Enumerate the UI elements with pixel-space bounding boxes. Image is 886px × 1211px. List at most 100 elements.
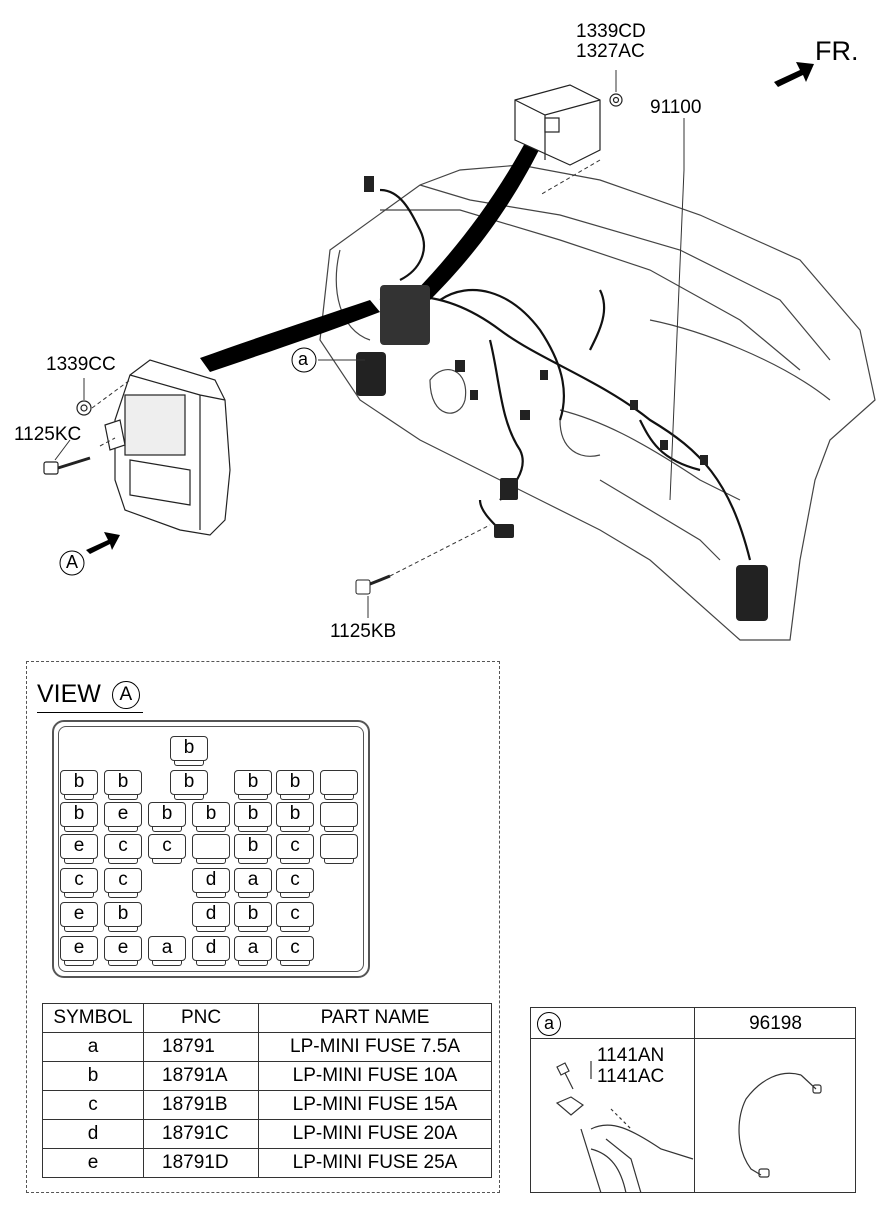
- cell-symbol: a: [42, 1032, 144, 1062]
- inset-drawing: [555, 1061, 822, 1193]
- cell-part-name: LP-MINI FUSE 15A: [258, 1090, 492, 1120]
- view-a-marker: A: [66, 552, 79, 572]
- cell-pnc: 18791B: [143, 1090, 259, 1120]
- fuse-slot: [320, 834, 358, 864]
- callout-1125kb: 1125KB: [330, 621, 397, 642]
- fuse-slot: [320, 770, 358, 800]
- fuse-table-header: SYMBOL PNC PART NAME: [42, 1003, 492, 1033]
- fuse-slot: c: [104, 834, 142, 864]
- callout-1141an: 1141AN: [597, 1045, 665, 1066]
- fuse-slot: [192, 834, 230, 864]
- table-row: b 18791A LP-MINI FUSE 10A: [42, 1061, 492, 1091]
- cell-pnc: 18791: [143, 1032, 259, 1062]
- fuse-slot: b: [276, 770, 314, 800]
- cell-symbol: c: [42, 1090, 144, 1120]
- fuse-slot: c: [276, 834, 314, 864]
- fuse-slot: e: [60, 936, 98, 966]
- cell-part-name: LP-MINI FUSE 7.5A: [258, 1032, 492, 1062]
- fuse-slot: d: [192, 868, 230, 898]
- view-a-arrow: [86, 532, 120, 554]
- callout-1125kc: 1125KC: [14, 424, 82, 445]
- bolt-bottom: [355, 579, 371, 595]
- inset-marker: a: [537, 1012, 561, 1036]
- module-center: [380, 285, 430, 345]
- fuse-slot: c: [276, 868, 314, 898]
- table-row: a 18791 LP-MINI FUSE 7.5A: [42, 1032, 492, 1062]
- inset-divider-horizontal: [531, 1038, 855, 1039]
- fuse-slot: c: [276, 902, 314, 932]
- fuse-slot: b: [60, 802, 98, 832]
- view-a-title-circle: A: [111, 681, 140, 709]
- header-symbol: SYMBOL: [42, 1003, 144, 1033]
- table-row: d 18791C LP-MINI FUSE 20A: [42, 1119, 492, 1149]
- fuse-slot: b: [234, 802, 272, 832]
- detail-a-inset: a 96198 1141AN 1141AC: [530, 1007, 856, 1193]
- callout-1327ac: 1327AC: [576, 41, 645, 62]
- leader-band-top: [415, 130, 545, 300]
- wire-icon: [738, 1072, 802, 1176]
- harness-diagram: [43, 62, 876, 641]
- fuse-slot: b: [170, 770, 208, 800]
- label-fr: FR.: [815, 36, 859, 66]
- inset-divider-vertical: [694, 1008, 695, 1192]
- cell-part-name: LP-MINI FUSE 25A: [258, 1148, 492, 1178]
- fuse-slot: a: [148, 936, 186, 966]
- detail-a-marker: a: [298, 349, 309, 369]
- fuse-slot: e: [104, 936, 142, 966]
- callout-1339cd: 1339CD: [576, 21, 646, 42]
- module-right: [736, 565, 768, 621]
- fuse-slot: e: [60, 902, 98, 932]
- view-a-underline: [37, 712, 143, 713]
- screw-icon: [556, 1062, 570, 1076]
- bolt-left: [43, 461, 59, 475]
- fuse-slot: b: [234, 902, 272, 932]
- fuse-slot: b: [234, 834, 272, 864]
- callout-1141ac: 1141AC: [597, 1066, 665, 1087]
- cell-part-name: LP-MINI FUSE 10A: [258, 1061, 492, 1091]
- fuse-box-inner: [58, 726, 364, 972]
- bracket-icon: [555, 1096, 585, 1116]
- fuse-slot: c: [148, 834, 186, 864]
- fuse-slot: a: [234, 936, 272, 966]
- fuse-slot: b: [170, 736, 208, 766]
- cell-pnc: 18791D: [143, 1148, 259, 1178]
- fuse-slot: b: [276, 802, 314, 832]
- harness-wire-main: [379, 295, 752, 561]
- fuse-slot: b: [192, 802, 230, 832]
- fuse-slot: [320, 802, 358, 832]
- header-part-name: PART NAME: [258, 1003, 492, 1033]
- cell-pnc: 18791A: [143, 1061, 259, 1091]
- view-a-title: VIEW A: [37, 680, 140, 709]
- header-pnc: PNC: [143, 1003, 259, 1033]
- dashboard-outline: [319, 164, 876, 641]
- cell-symbol: d: [42, 1119, 144, 1149]
- view-a-title-text: VIEW: [37, 680, 101, 708]
- view-a-circle: [59, 550, 85, 576]
- fuse-slot: c: [276, 936, 314, 966]
- front-arrow: [774, 62, 814, 87]
- fuse-slot: e: [104, 802, 142, 832]
- callout-91100: 91100: [650, 97, 702, 118]
- fuse-slot: b: [60, 770, 98, 800]
- fuse-slot: b: [104, 770, 142, 800]
- callout-1339cc: 1339CC: [46, 354, 116, 375]
- fuse-slot: d: [192, 936, 230, 966]
- leader-band-left: [200, 300, 380, 372]
- fuse-slot: d: [192, 902, 230, 932]
- cell-symbol: b: [42, 1061, 144, 1091]
- fuse-slot: a: [234, 868, 272, 898]
- module-left: [356, 352, 386, 396]
- fuse-slot: b: [104, 902, 142, 932]
- cell-part-name: LP-MINI FUSE 20A: [258, 1119, 492, 1149]
- fuse-slot: b: [234, 770, 272, 800]
- cell-pnc: 18791C: [143, 1119, 259, 1149]
- detail-a-circle: [291, 347, 317, 373]
- table-row: e 18791D LP-MINI FUSE 25A: [42, 1148, 492, 1178]
- table-row: c 18791B LP-MINI FUSE 15A: [42, 1090, 492, 1120]
- fuse-slot: b: [148, 802, 186, 832]
- cell-symbol: e: [42, 1148, 144, 1178]
- fuse-slot: c: [104, 868, 142, 898]
- fuse-table: SYMBOL PNC PART NAME a 18791 LP-MINI FUS…: [42, 1003, 492, 1178]
